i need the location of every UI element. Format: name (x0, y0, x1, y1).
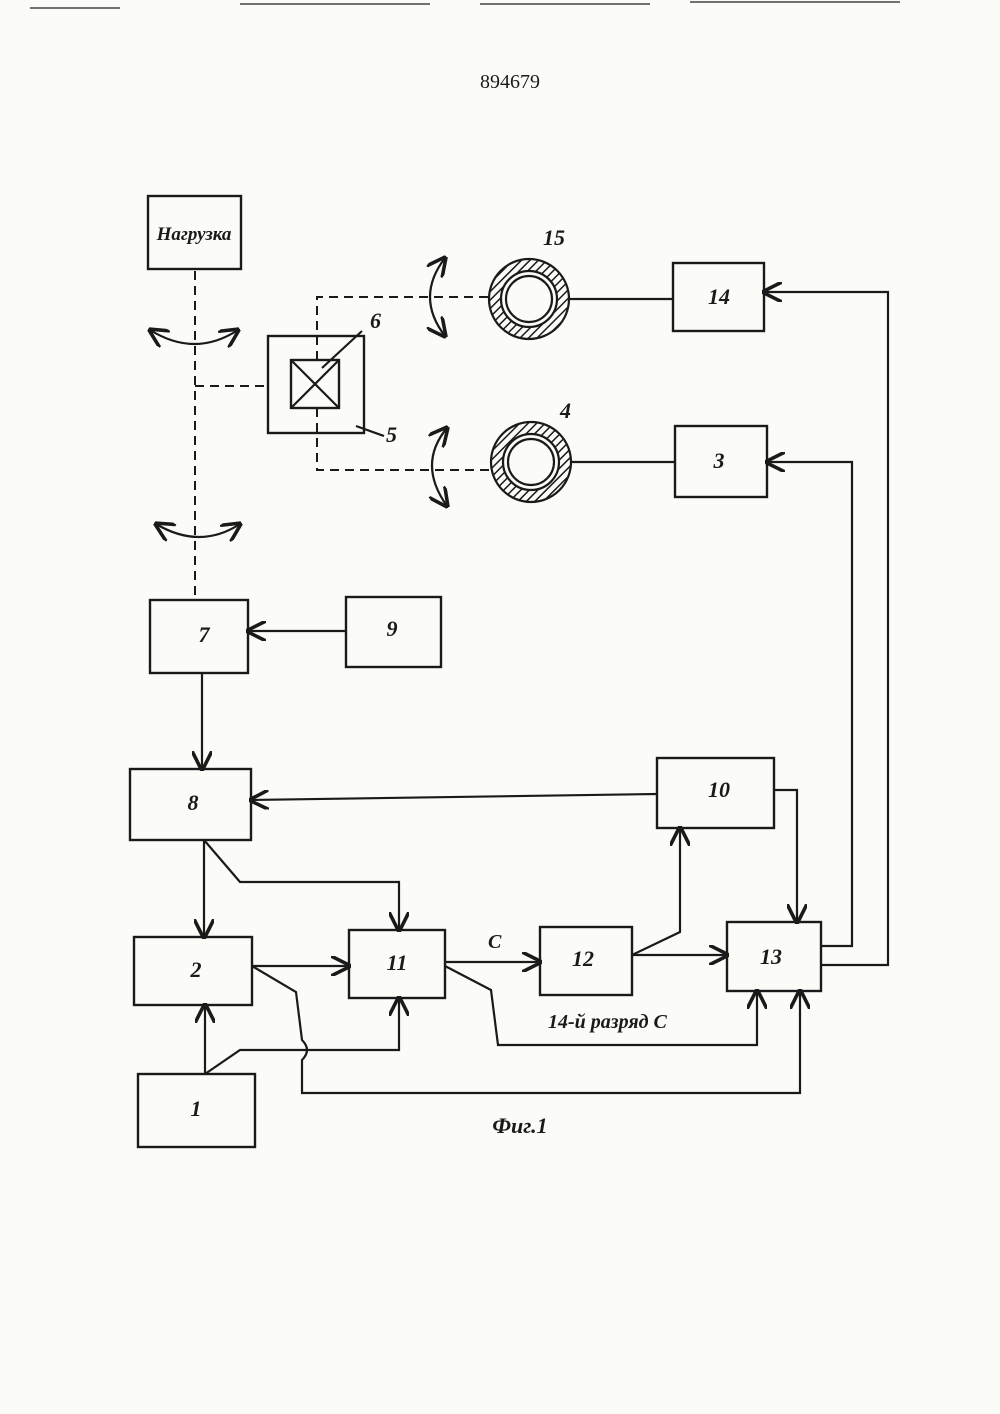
shaft-6-to-motor-4 (317, 408, 491, 470)
label-6: 6 (370, 308, 381, 333)
rotation-arrow-shaft (156, 524, 240, 537)
arrow-10-to-13 (774, 790, 797, 922)
block-13: 13 (727, 922, 821, 991)
arrow-13-to-3 (767, 462, 852, 946)
load-label: Нагрузка (156, 224, 232, 245)
block-8: 8 (130, 769, 251, 840)
signal-c-label: C (488, 931, 502, 953)
arrow-10-to-8 (251, 794, 657, 800)
arrow-2-to-13 (252, 966, 800, 1093)
label-7: 7 (199, 622, 211, 647)
load-block: Нагрузка (148, 196, 241, 269)
shaft-6-to-motor-15 (317, 297, 489, 360)
block-14: 14 (673, 263, 764, 331)
block-3: 3 (675, 426, 767, 497)
label-14: 14 (708, 284, 730, 309)
label-2: 2 (190, 957, 202, 982)
motor-15 (489, 259, 569, 339)
arrow-8-to-11 (204, 840, 399, 930)
label-3: 3 (713, 448, 725, 473)
block-1: 1 (138, 1074, 255, 1147)
block-10: 10 (657, 758, 774, 828)
label-10: 10 (708, 777, 730, 802)
label-9: 9 (387, 616, 398, 641)
block-11: 11 (349, 930, 445, 998)
label-1: 1 (191, 1096, 202, 1121)
block-7: 7 (150, 600, 248, 673)
motor-4 (491, 422, 571, 502)
block-12: 12 (540, 927, 632, 995)
arrow-13-to-14 (764, 292, 888, 965)
block-6-sensor (291, 360, 339, 408)
figure-caption: Фиг.1 (492, 1113, 547, 1138)
patent-number: 894679 (480, 71, 540, 93)
label-13: 13 (760, 944, 782, 969)
block-9: 9 (346, 597, 441, 667)
arrow-12-to-10 (632, 828, 680, 955)
block-2: 2 (134, 937, 252, 1005)
signal-bit14-label: 14-й разряд С (548, 1011, 668, 1033)
arrow-11-bit14-to-13 (445, 966, 757, 1045)
label-11: 11 (387, 950, 408, 975)
label-4: 4 (559, 398, 571, 423)
label-15: 15 (543, 225, 565, 250)
rotation-arrow-motor-4 (432, 428, 447, 506)
label-8: 8 (188, 790, 199, 815)
label-5: 5 (386, 422, 397, 447)
leader-5 (356, 426, 384, 436)
label-12: 12 (572, 946, 594, 971)
